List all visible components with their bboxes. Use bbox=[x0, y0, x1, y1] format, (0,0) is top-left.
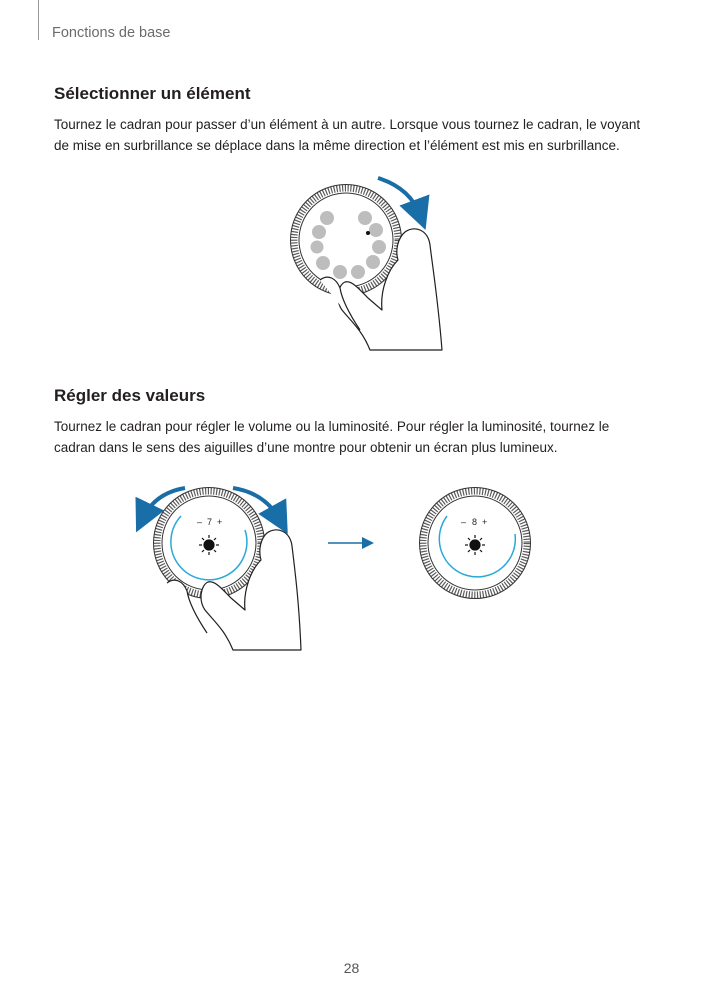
brightness-value: 8 bbox=[472, 517, 477, 527]
right-arrow-icon bbox=[328, 537, 374, 549]
brightness-value: 7 bbox=[207, 517, 212, 527]
figure-brightness-after: – 8 + bbox=[419, 487, 531, 599]
plus-label: + bbox=[482, 517, 487, 527]
hand-icon bbox=[166, 529, 302, 651]
heading-select-item: Sélectionner un élément bbox=[54, 84, 251, 103]
hand-icon bbox=[319, 228, 443, 351]
heading-adjust-values: Régler des valeurs bbox=[54, 386, 206, 405]
page-number: 28 bbox=[343, 960, 360, 976]
minus-label: – bbox=[197, 517, 202, 527]
app-icons bbox=[310, 211, 386, 279]
figure-select-item bbox=[290, 176, 443, 351]
brightness-icon bbox=[465, 535, 485, 555]
highlight-indicator bbox=[366, 231, 370, 235]
rotate-arrow-icon bbox=[377, 176, 430, 231]
brightness-icon bbox=[199, 535, 219, 555]
section-header: Fonctions de base bbox=[52, 25, 171, 41]
watch-bezel bbox=[290, 184, 402, 296]
paragraph-adjust-values: Tournez le cadran pour régler le volume … bbox=[54, 419, 610, 455]
header-rule bbox=[38, 0, 39, 40]
figure-brightness-before: – 7 + bbox=[135, 486, 302, 651]
brightness-arc bbox=[170, 515, 248, 581]
rotate-right-arrow-icon bbox=[232, 486, 288, 534]
plus-label: + bbox=[217, 517, 222, 527]
brightness-arc bbox=[438, 515, 517, 578]
paragraph-select-item: Tournez le cadran pour passer d’un éléme… bbox=[54, 117, 641, 153]
minus-label: – bbox=[461, 517, 466, 527]
rotate-left-arrow-icon bbox=[135, 486, 186, 533]
